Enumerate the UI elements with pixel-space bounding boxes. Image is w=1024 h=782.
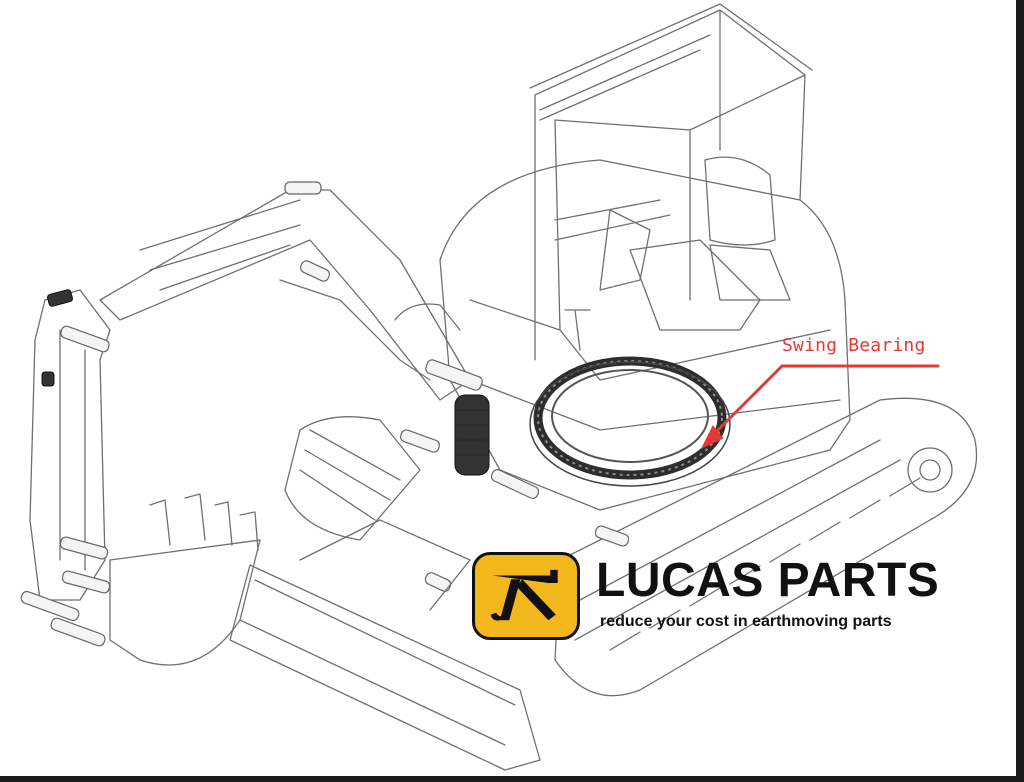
frame-edge: [1016, 0, 1024, 782]
swing-bearing-ring: [529, 356, 731, 487]
brand-tagline: reduce your cost in earthmoving parts: [600, 613, 892, 630]
canopy-frame: [529, 3, 813, 361]
bucket: [109, 493, 261, 666]
dozer-blade: [229, 519, 541, 771]
frame-edge: [0, 776, 1024, 782]
boom-pins: [20, 181, 630, 647]
callout-arrow: [700, 364, 940, 450]
boom-arm: [29, 189, 471, 601]
callout-label: Swing Bearing: [782, 335, 926, 356]
swing-cylinder: [454, 394, 490, 476]
upper-structure: [439, 159, 851, 511]
brand-banner: LUCAS PARTS reduce your cost in earthmov…: [472, 552, 952, 642]
brand-name: LUCAS PARTS: [596, 554, 940, 607]
axe-mark-icon: [472, 552, 580, 640]
crawler-track: [284, 397, 978, 697]
